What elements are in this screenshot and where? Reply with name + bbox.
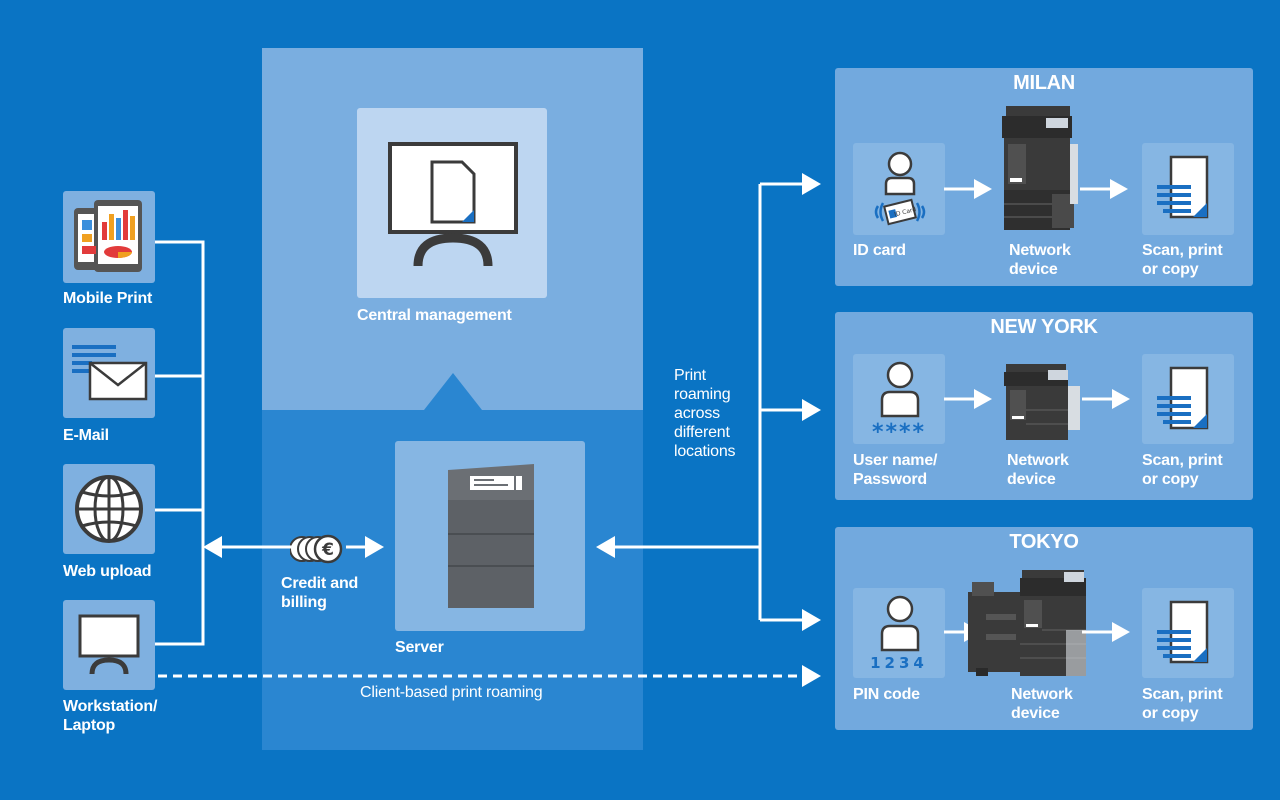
new-york-device-label: Network device bbox=[1007, 452, 1069, 488]
globe-icon bbox=[75, 475, 143, 543]
server-label: Server bbox=[395, 639, 444, 656]
arrow-right-icon bbox=[944, 179, 992, 199]
id-card-user-icon: ID Card bbox=[874, 151, 926, 226]
milan-title: MILAN bbox=[1013, 72, 1075, 94]
mfp-printer-icon bbox=[1002, 106, 1078, 230]
roaming-label: Print roaming across different locations bbox=[674, 367, 736, 460]
tokyo-device-label: Network device bbox=[1011, 686, 1073, 722]
workstation-label: Workstation/ Laptop bbox=[63, 698, 158, 734]
mobile-print-label: Mobile Print bbox=[63, 290, 153, 307]
web-upload-label: Web upload bbox=[63, 563, 152, 580]
tokyo-auth-label: PIN code bbox=[853, 686, 920, 703]
new-york-auth-label: User name/ Password bbox=[853, 452, 938, 488]
password-stars: **** bbox=[871, 420, 927, 445]
workstation-icon bbox=[78, 614, 140, 675]
tablet-icon bbox=[74, 200, 142, 272]
tokyo-output-label: Scan, print or copy bbox=[1142, 686, 1223, 722]
pin-digits: 1234 bbox=[870, 654, 928, 672]
arrow-right-icon bbox=[944, 389, 992, 409]
client-roaming-label: Client-based print roaming bbox=[360, 684, 543, 701]
new-york-title: NEW YORK bbox=[990, 316, 1098, 338]
email-label: E-Mail bbox=[63, 427, 109, 444]
milan-device-label: Network device bbox=[1009, 242, 1071, 278]
user-icon bbox=[880, 595, 920, 652]
monitor-icon bbox=[388, 142, 518, 267]
arrow-right-icon bbox=[1080, 179, 1128, 199]
mfp-finisher-printer-icon bbox=[968, 570, 1086, 676]
new-york-output-label: Scan, print or copy bbox=[1142, 452, 1223, 488]
central-management-label: Central management bbox=[357, 307, 512, 324]
tokyo-title: TOKYO bbox=[1009, 531, 1079, 553]
milan-auth-label: ID card bbox=[853, 242, 906, 259]
user-icon bbox=[880, 361, 920, 418]
euro-coins-icon: € bbox=[290, 534, 343, 564]
document-icon bbox=[1157, 600, 1209, 664]
up-triangle-icon bbox=[424, 373, 482, 410]
arrow-right-icon bbox=[1082, 622, 1130, 642]
mfp-printer-icon bbox=[1004, 364, 1080, 440]
milan-output-label: Scan, print or copy bbox=[1142, 242, 1223, 278]
server-icon bbox=[448, 464, 534, 608]
arrow-right-icon bbox=[1082, 389, 1130, 409]
document-icon bbox=[1157, 366, 1209, 430]
document-icon bbox=[1157, 155, 1209, 219]
credit-billing-label: Credit and billing bbox=[281, 575, 359, 611]
envelope-icon bbox=[72, 345, 148, 401]
svg-text:€: € bbox=[321, 540, 334, 560]
